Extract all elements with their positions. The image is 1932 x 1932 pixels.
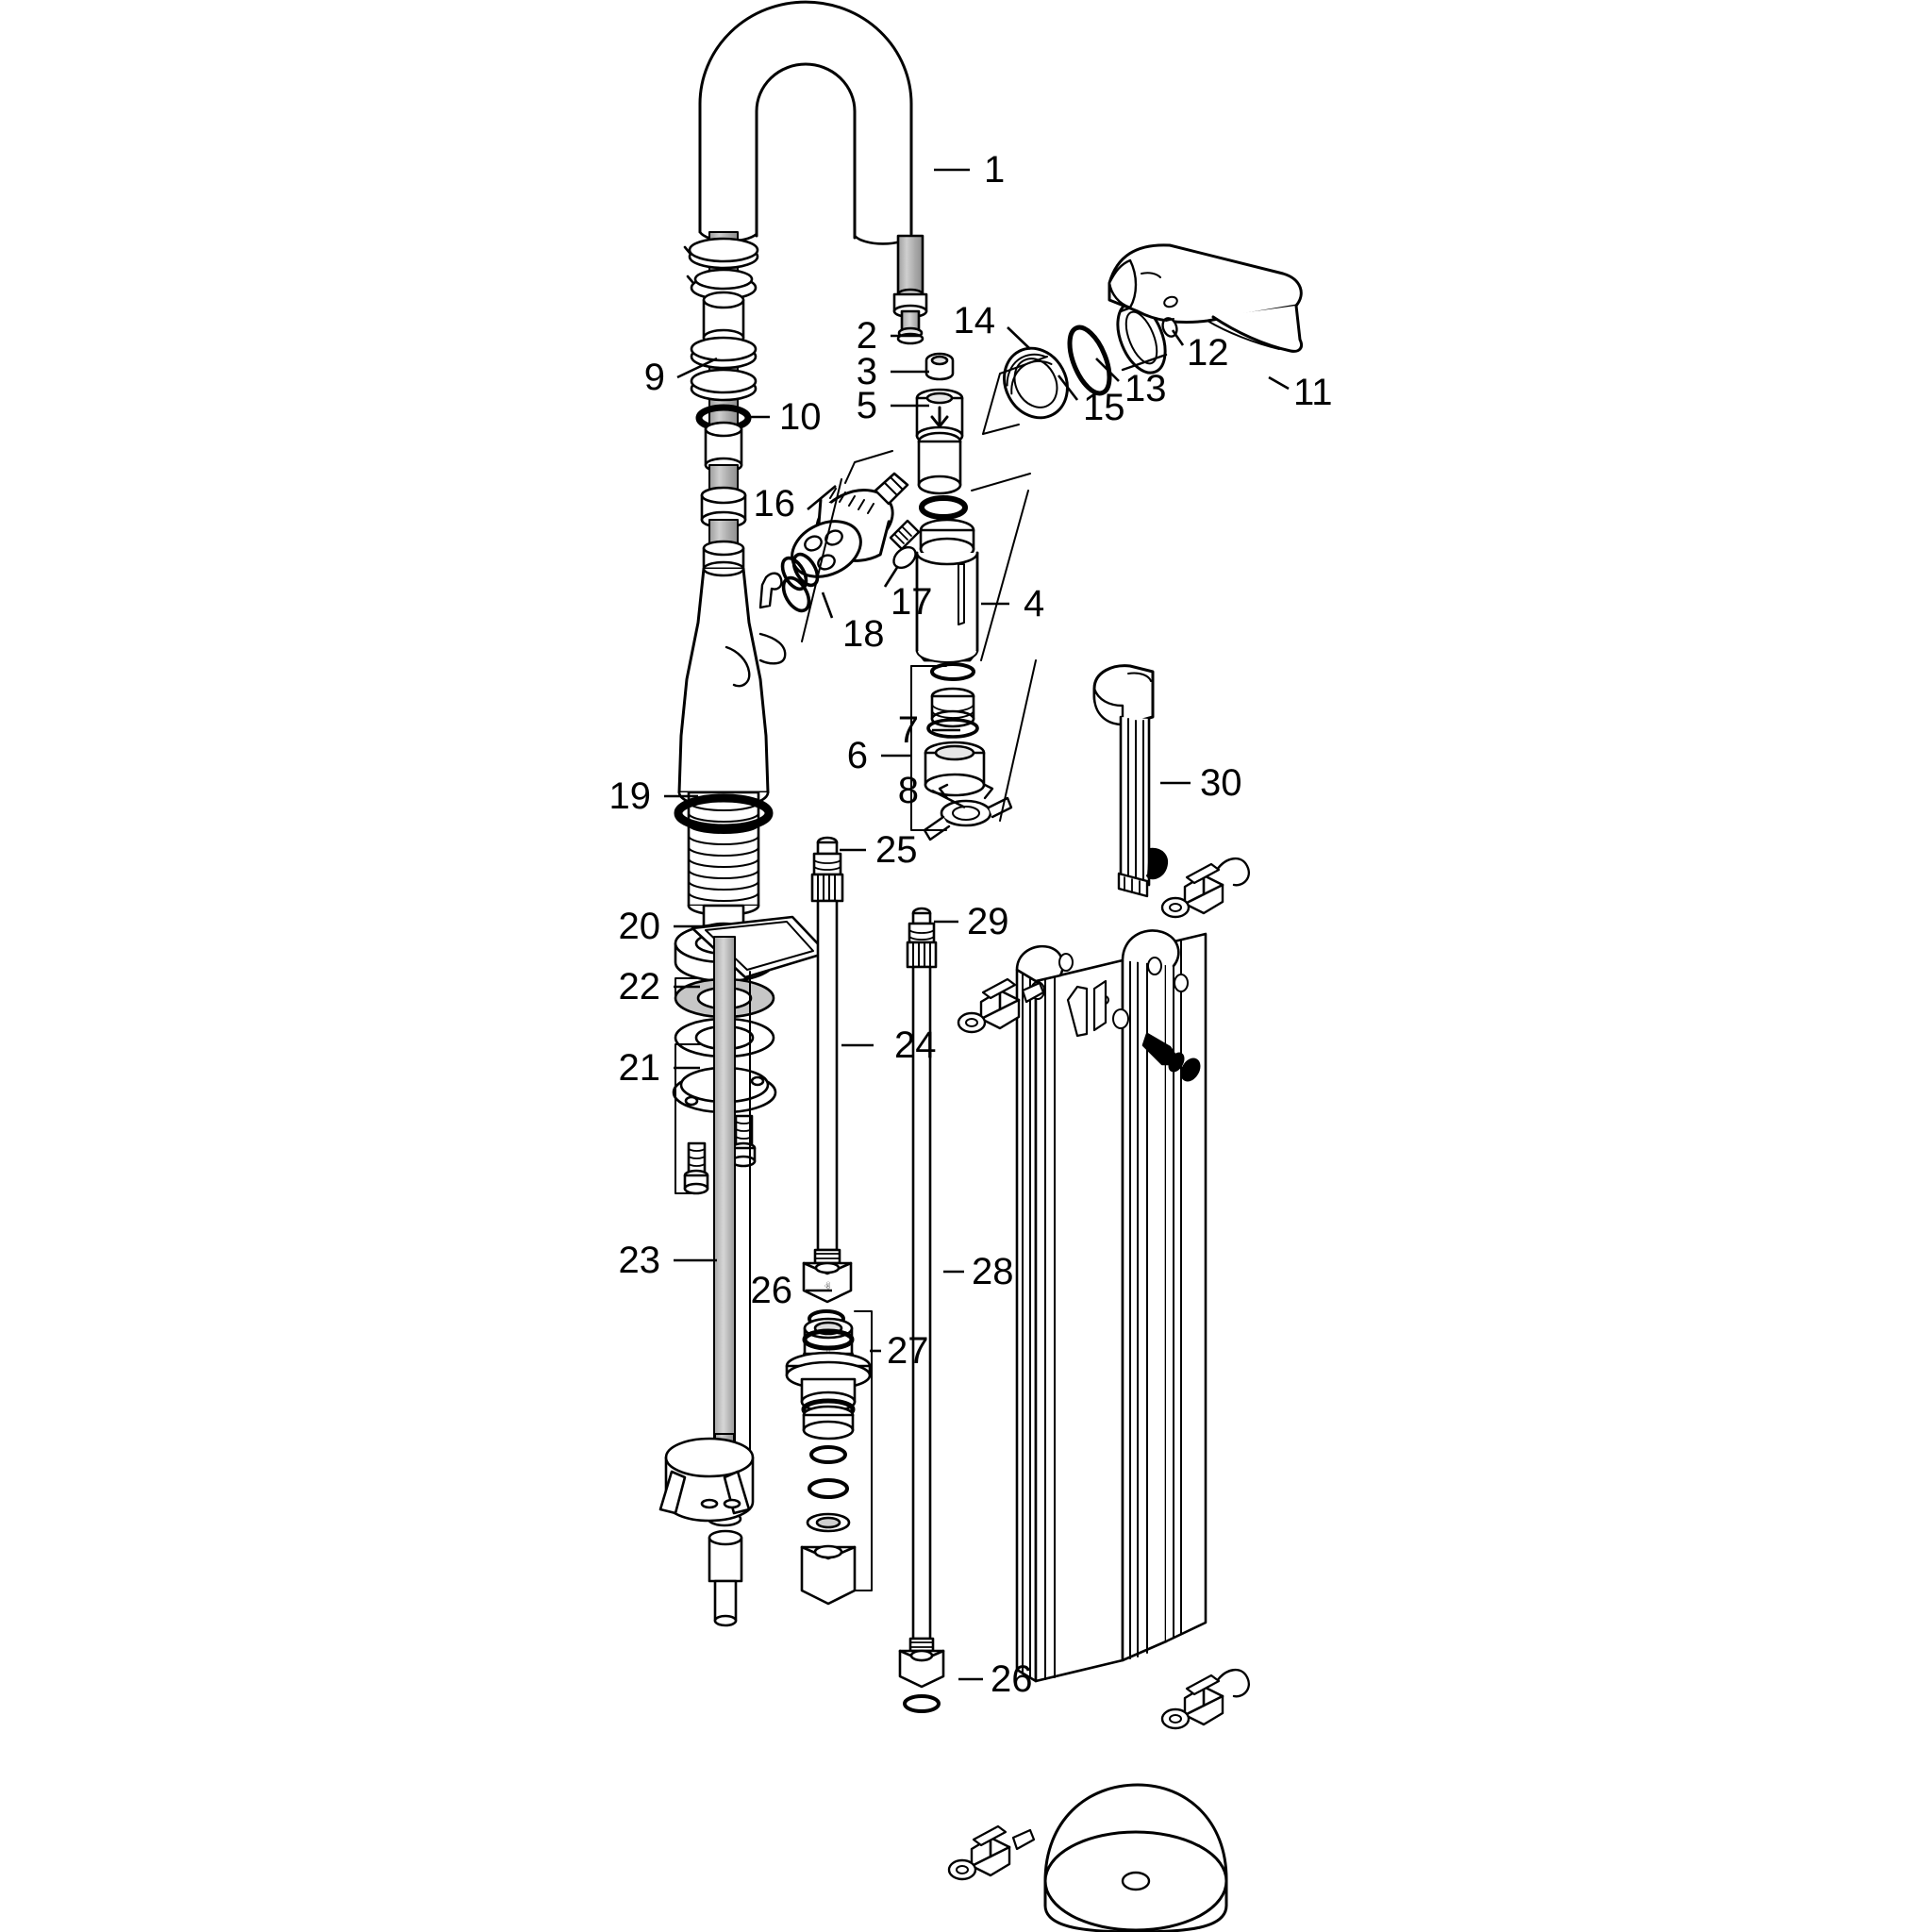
callout-pull-out-hose: 23 bbox=[618, 1240, 661, 1281]
leader-circlip-set bbox=[676, 357, 718, 379]
seat-washer bbox=[806, 1512, 851, 1533]
callout-cartridge-cover-set: 14 bbox=[953, 300, 996, 341]
callout-hose-coupling-29: 29 bbox=[967, 901, 1009, 942]
leader-grub-screw bbox=[1171, 329, 1185, 346]
callout-retaining-clip: 8 bbox=[897, 770, 919, 811]
valve-group-27 bbox=[785, 1281, 873, 1606]
callout-flat-gasket-upper: 26 bbox=[750, 1270, 793, 1311]
callout-stabiliser-plate: 20 bbox=[618, 906, 661, 947]
callout-non-return-valve-set: 27 bbox=[887, 1330, 929, 1372]
callout-cartridge-seal-ring: 15 bbox=[1083, 387, 1125, 428]
callout-hose-connector-nipple: 2 bbox=[856, 315, 877, 357]
callout-sleeve-cartridge-housing: 4 bbox=[1024, 583, 1045, 625]
o-ring-sleeve bbox=[919, 495, 968, 520]
washer-19 bbox=[674, 793, 774, 833]
callout-cartridge-screw: 17 bbox=[891, 581, 933, 623]
callout-handle-collar-ring: 13 bbox=[1124, 368, 1167, 409]
callout-aerator-o-ring: 7 bbox=[897, 709, 919, 751]
leader-handle-collar-ring bbox=[1095, 358, 1120, 382]
callout-mounting-hardware-set: 21 bbox=[618, 1047, 661, 1089]
circlip-second bbox=[686, 268, 758, 301]
callout-o-ring-seal: 10 bbox=[779, 396, 822, 438]
callout-circlip-set: 9 bbox=[643, 357, 665, 398]
aerator-clip-8 bbox=[923, 783, 1013, 841]
cartridge-screw-17 bbox=[889, 519, 921, 570]
cartridge-16-shape bbox=[791, 472, 909, 578]
callout-cartridge: 16 bbox=[753, 483, 796, 525]
pull-out-hose-shape bbox=[658, 936, 755, 1627]
spout-tube-shape bbox=[698, 0, 913, 245]
collar-ring-13 bbox=[1116, 294, 1168, 375]
screw-cap-3 bbox=[924, 352, 955, 381]
threaded-shank bbox=[674, 791, 774, 939]
cartridge-clip-small bbox=[758, 572, 783, 609]
hose-clip-assembly bbox=[658, 1437, 755, 1523]
leader-cartridge-seal-ring bbox=[1057, 375, 1079, 401]
callout-aerator-assembly: 6 bbox=[846, 735, 868, 776]
mounting-rail bbox=[1015, 929, 1208, 1683]
leader-cartridge-screw bbox=[883, 565, 900, 588]
callout-spout-tube: 1 bbox=[984, 149, 1006, 191]
leader-lever-handle bbox=[1268, 375, 1290, 391]
weight-clamp-30 bbox=[1092, 664, 1168, 898]
hose-24-shape bbox=[802, 836, 853, 1304]
callout-threaded-shank-washer: 19 bbox=[608, 775, 652, 817]
hose-28-shape bbox=[898, 907, 945, 1689]
sleeve-part bbox=[917, 431, 962, 495]
callout-check-valve-insert: 5 bbox=[856, 385, 877, 426]
callout-weight-clamp: 30 bbox=[1200, 762, 1242, 804]
leader-retaining-clip bbox=[931, 789, 966, 809]
cartridge-cover-14 bbox=[1003, 346, 1069, 420]
gasket-26-lower bbox=[903, 1694, 941, 1713]
locking-pin bbox=[1141, 1032, 1201, 1082]
circlip-upper bbox=[683, 237, 759, 270]
check-valve-5 bbox=[915, 388, 964, 446]
valve-stack bbox=[785, 1317, 872, 1441]
angle-valve-top-right bbox=[1160, 858, 1250, 919]
circlip-fourth bbox=[690, 368, 758, 402]
leader-cartridge-cover-set bbox=[1007, 326, 1031, 350]
escutcheon-plate bbox=[1043, 1783, 1228, 1932]
mounting-screw-left bbox=[683, 1141, 709, 1195]
callout-hose-coupling-25: 25 bbox=[875, 829, 918, 871]
callout-grub-screw: 12 bbox=[1187, 332, 1229, 374]
callout-sealing-washer: 22 bbox=[618, 966, 661, 1008]
angle-valve-mid-left bbox=[957, 977, 1045, 1034]
callout-cartridge-o-rings: 18 bbox=[842, 613, 885, 655]
leader-cartridge bbox=[807, 485, 837, 510]
spout-lower-connector bbox=[892, 234, 928, 345]
cartridge-o-rings-18 bbox=[780, 552, 820, 613]
callout-supply-hose-long: 24 bbox=[894, 1024, 937, 1066]
aerator-group bbox=[910, 662, 1013, 841]
angle-valve-bottom-right bbox=[1160, 1669, 1250, 1730]
callout-lever-handle: 11 bbox=[1293, 372, 1333, 413]
angle-valve-bottom-center bbox=[947, 1824, 1036, 1881]
leader-cartridge-o-rings bbox=[821, 591, 834, 619]
lever-handle-shape bbox=[1108, 243, 1304, 353]
callout-supply-hose-short: 28 bbox=[972, 1251, 1014, 1292]
sleeve-4-shape bbox=[915, 518, 979, 663]
circlip-third bbox=[690, 336, 758, 370]
faucet-body-column bbox=[677, 231, 787, 794]
callout-flat-gasket-lower: 26 bbox=[991, 1658, 1033, 1700]
callout-screw-cap: 3 bbox=[856, 351, 877, 392]
seal-ring-15 bbox=[1067, 325, 1112, 396]
